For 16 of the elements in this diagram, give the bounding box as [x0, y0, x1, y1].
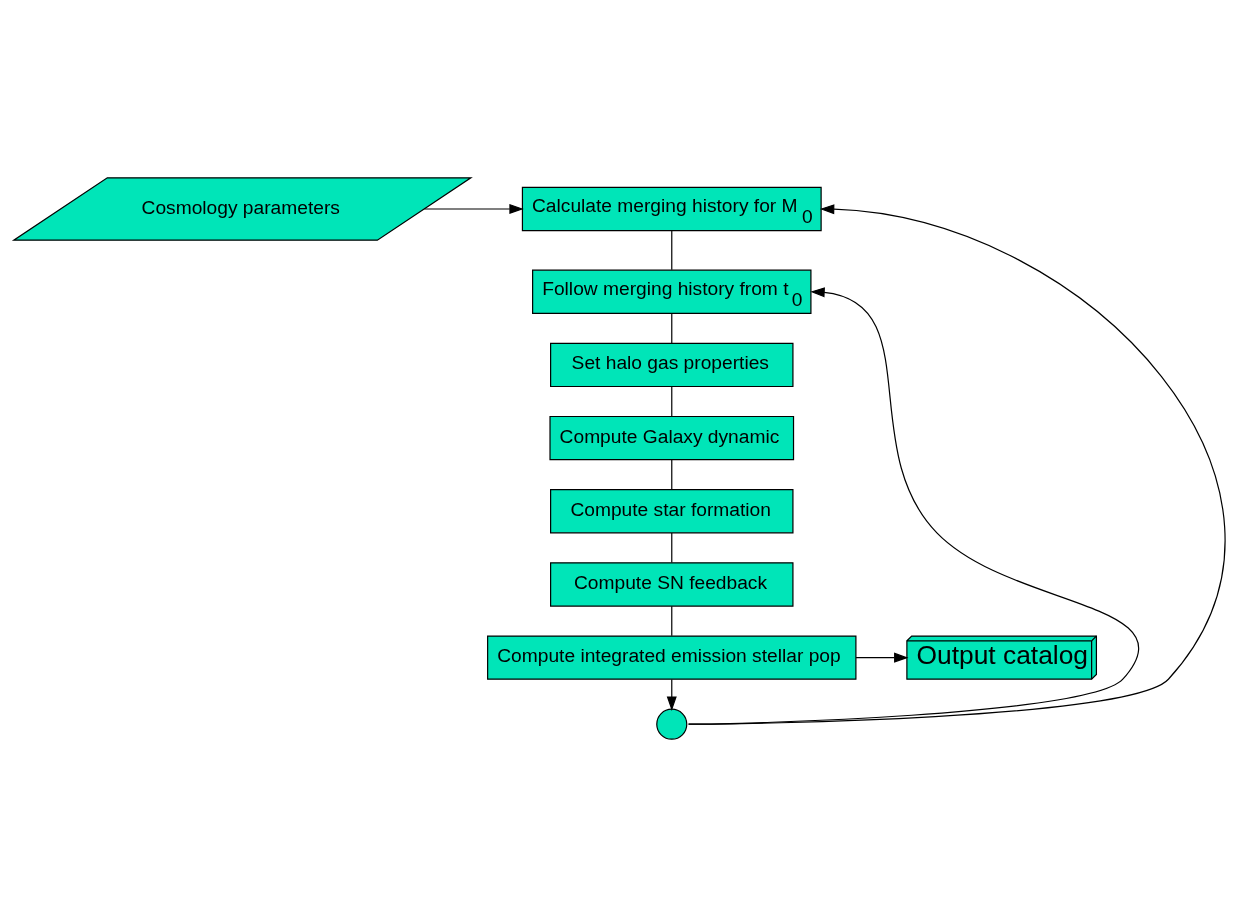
arrow	[423, 203, 524, 215]
arrow	[855, 652, 909, 663]
node-circle	[656, 708, 688, 740]
connector	[671, 459, 673, 490]
connector	[671, 532, 673, 564]
connector	[671, 605, 673, 637]
connector	[671, 386, 673, 417]
node-box: Compute SN feedback	[550, 562, 794, 607]
node-box: Compute integrated emission stellar pop	[487, 635, 857, 680]
connector	[671, 230, 673, 271]
arrow	[687, 204, 1226, 725]
node-box: Compute Galaxy dynamic	[549, 415, 795, 461]
node-box: Compute star formation	[550, 489, 794, 534]
node-box: Set halo gas properties	[550, 342, 794, 388]
arrow	[687, 287, 1140, 725]
connector	[671, 312, 673, 344]
